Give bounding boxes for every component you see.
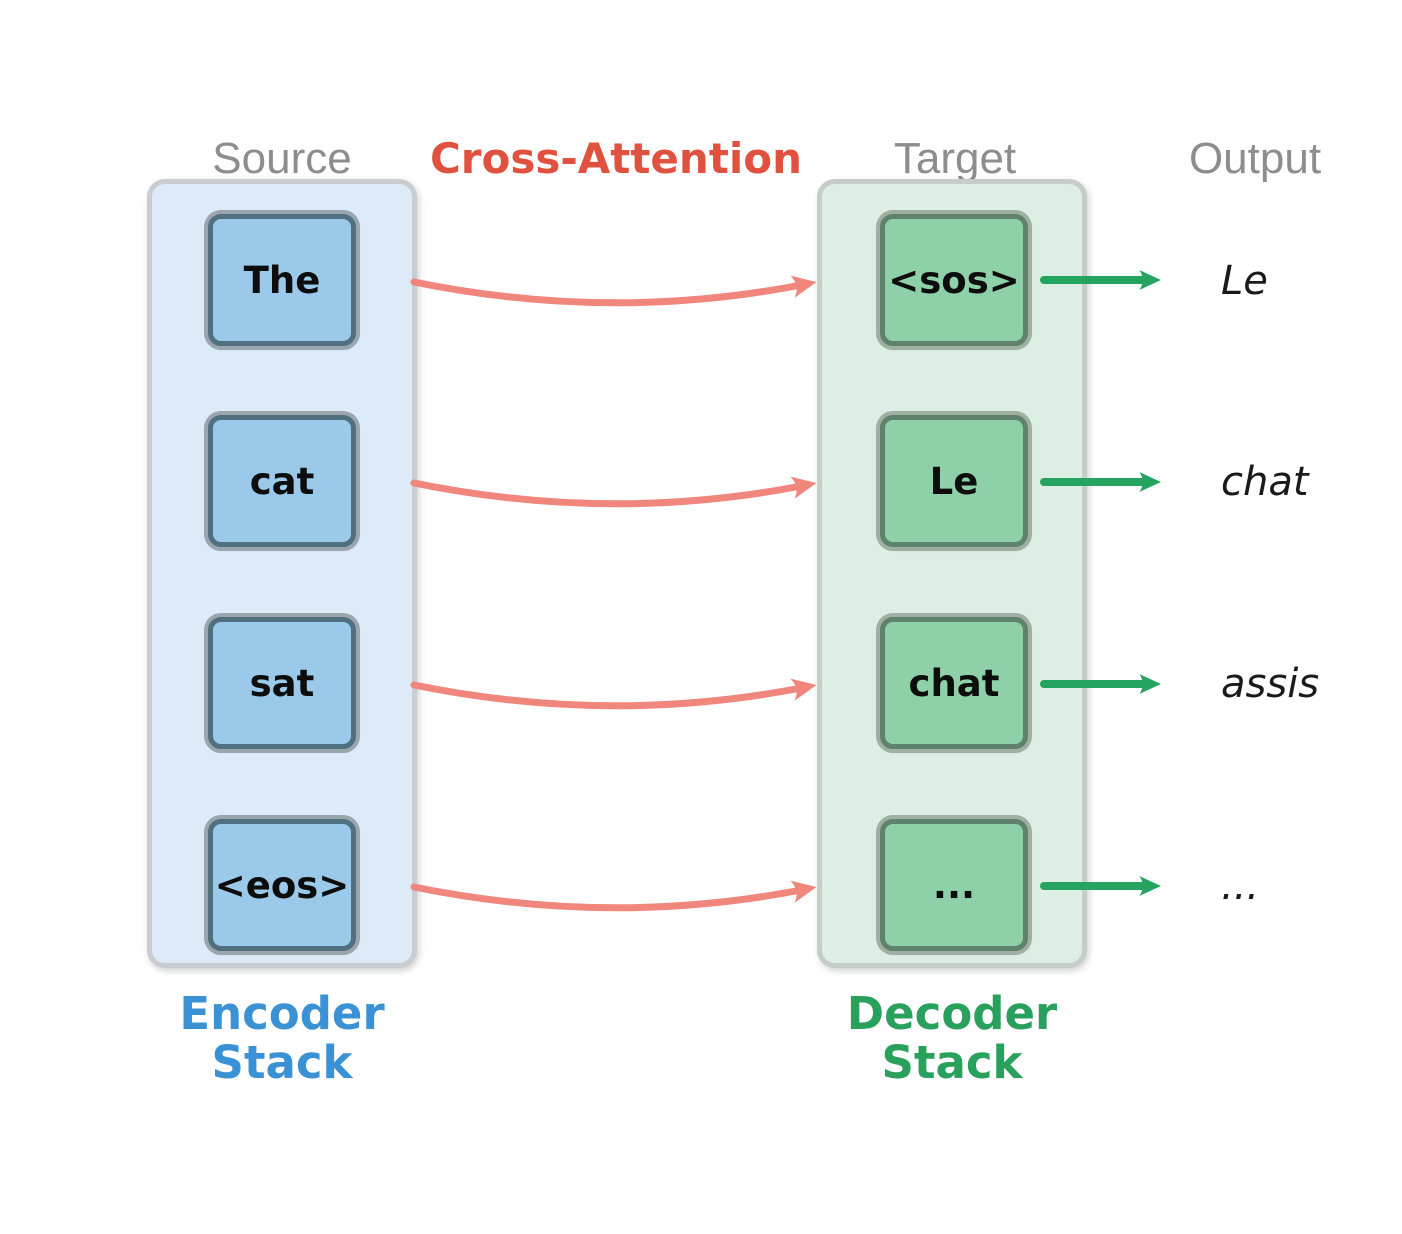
encoder-token-eos: <eos>	[208, 819, 356, 951]
decoder-token-sos: <sos>	[880, 214, 1028, 346]
cross-attention-arrow-2	[410, 476, 817, 508]
output-token-assis: assis	[1221, 661, 1320, 707]
output-token-chat: chat	[1221, 459, 1309, 505]
decoder-stack-label: Decoder Stack	[846, 987, 1058, 1090]
encoder-token-cat: cat	[208, 415, 356, 547]
cross-attention-arrow-1	[410, 275, 817, 307]
encoder-token-sat: sat	[208, 617, 356, 749]
decoder-token-ellipsis: ...	[880, 819, 1028, 951]
source-label: Source	[212, 134, 352, 183]
cross-attention-arrow-4	[410, 880, 817, 912]
cross-attention-label: Cross-Attention	[429, 134, 803, 183]
target-label: Target	[893, 134, 1017, 183]
decoder-token-le: Le	[880, 415, 1028, 547]
output-token-ellipsis: ...	[1221, 863, 1260, 909]
output-label: Output	[1188, 134, 1322, 183]
encoder-stack-label: Encoder Stack	[179, 987, 385, 1090]
cross-attention-arrow-3	[410, 678, 817, 710]
decoder-token-chat: chat	[880, 617, 1028, 749]
encoder-token-the: The	[208, 214, 356, 346]
output-token-le: Le	[1221, 258, 1268, 304]
